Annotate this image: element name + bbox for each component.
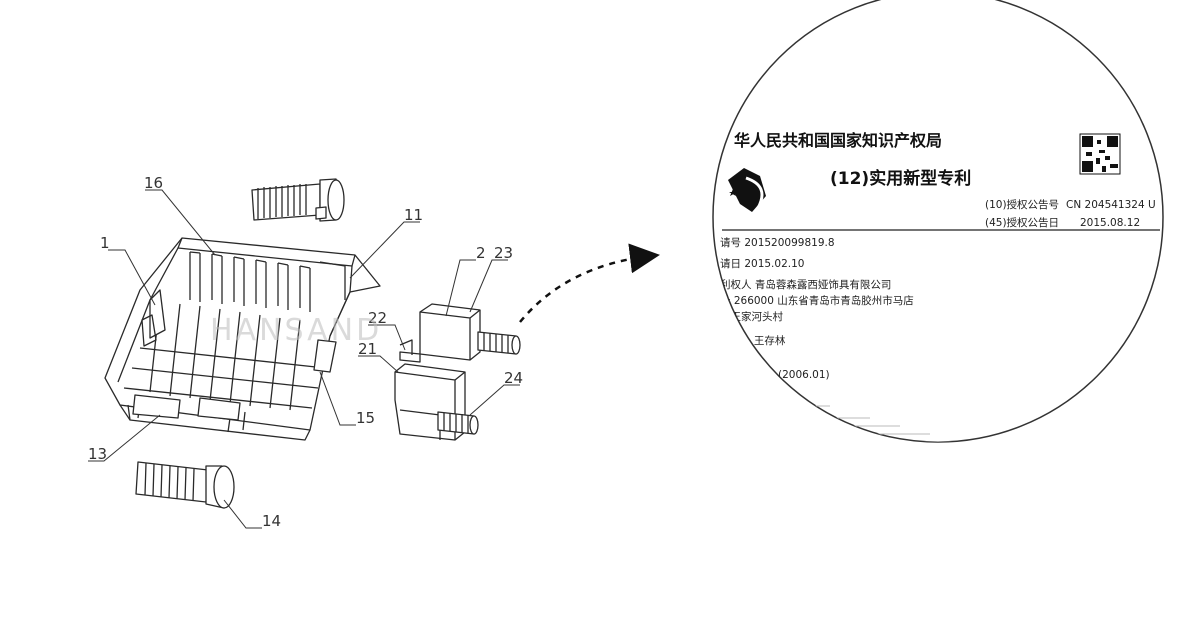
bottom-screw xyxy=(135,461,235,509)
main-housing xyxy=(104,237,381,441)
callout-15: 15 xyxy=(356,409,375,427)
exploded-assembly-drawing xyxy=(104,178,521,509)
application-number: 请号 201520099819.8 xyxy=(720,236,835,249)
patent-office-emblem-icon xyxy=(728,168,766,212)
pub-number-label: (10)授权公告号 xyxy=(985,198,1059,211)
callout-14: 14 xyxy=(262,512,281,530)
callout-labels: 1 16 11 2 23 22 21 24 15 13 14 xyxy=(88,174,523,530)
patent-document-magnifier: 华人民共和国国家知识产权局 (12)实用新型专利 xyxy=(712,0,1164,443)
pub-number-kind: U xyxy=(1148,199,1156,211)
slider-block xyxy=(394,303,481,441)
callout-11: 11 xyxy=(404,206,423,224)
pub-date-label: (45)授权公告日 xyxy=(985,216,1059,229)
callout-1: 1 xyxy=(100,234,110,252)
patentee: 利权人 青岛蓉森露西娅饰具有限公司 xyxy=(720,278,891,291)
callout-leaders xyxy=(88,189,520,529)
pub-date-value: 2015.08.12 xyxy=(1080,217,1140,229)
address-line-1: 址 266000 山东省青岛市青岛胶州市马店 xyxy=(720,294,914,307)
callout-21: 21 xyxy=(358,340,377,358)
slider-screw-upper xyxy=(477,331,521,355)
watermark-text: HANSAND xyxy=(210,313,382,348)
ipc-class: (2006.01) xyxy=(778,369,830,381)
patent-type-title: (12)实用新型专利 xyxy=(830,168,971,189)
patent-office-name: 华人民共和国国家知识产权局 xyxy=(734,131,942,150)
address-line-2: 镇王家河头村 xyxy=(720,310,783,323)
top-screw xyxy=(251,178,345,222)
callout-2: 2 xyxy=(476,244,486,262)
slider-screw-lower xyxy=(437,411,479,435)
callout-24: 24 xyxy=(504,369,523,387)
callout-23: 23 xyxy=(494,244,513,262)
callout-22: 22 xyxy=(368,309,387,327)
callout-16: 16 xyxy=(144,174,163,192)
application-date: 请日 2015.02.10 xyxy=(720,257,804,270)
pub-number-value: CN 204541324 xyxy=(1066,199,1145,211)
dashed-arrow xyxy=(519,243,660,323)
qr-code-icon xyxy=(1079,133,1121,175)
callout-13: 13 xyxy=(88,445,107,463)
